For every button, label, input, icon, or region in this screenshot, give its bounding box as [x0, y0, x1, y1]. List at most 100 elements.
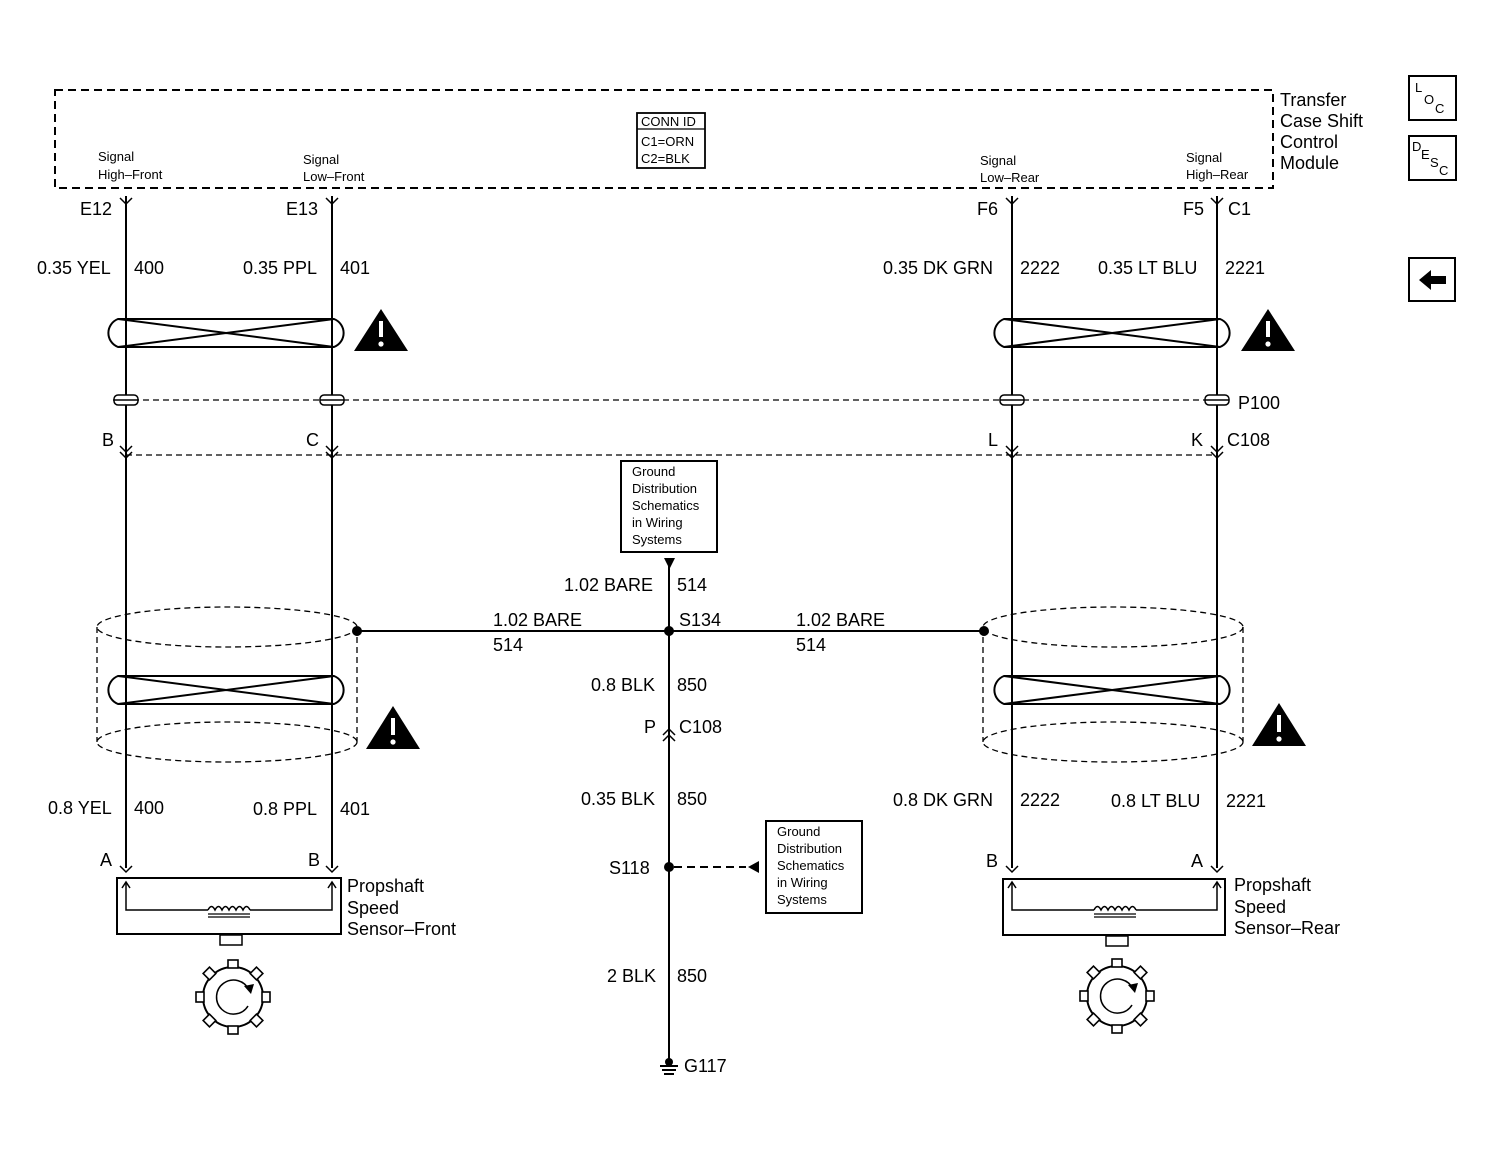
reluctor-wheel-icon	[195, 959, 271, 1035]
desc-letter-e: E	[1421, 147, 1430, 162]
loc-letter-l: L	[1415, 80, 1422, 95]
c108-pin-k: K	[1191, 430, 1203, 450]
sensor-rear	[1002, 878, 1226, 947]
circuit-2222-lower: 2222	[1020, 790, 1060, 810]
wire-label-ppl-lower: 0.8 PPL	[253, 799, 317, 819]
wire-label-ltblu-lower: 0.8 LT BLU	[1111, 791, 1200, 811]
ground-ref-line-1: Ground	[632, 464, 675, 479]
ground-ref-lower-line-5: Systems	[777, 892, 827, 907]
drain-vertical-circuit: 514	[677, 575, 707, 595]
sensor-rear-pin-a: A	[1191, 851, 1203, 871]
circuit-400-lower: 400	[134, 798, 164, 818]
module-name-line-4: Module	[1280, 153, 1339, 173]
c108-label: C108	[1227, 430, 1270, 450]
wire-label-yel-upper: 0.35 YEL	[37, 258, 111, 278]
sensor-front-name-1: Propshaft	[347, 876, 424, 896]
module-name-line-3: Control	[1280, 132, 1338, 152]
drain-right-size-color: 1.02 BARE	[796, 610, 885, 630]
wire-label-ppl-upper: 0.35 PPL	[243, 258, 317, 278]
signal-label-low-rear-1: Signal	[980, 153, 1016, 168]
sensor-front	[116, 877, 342, 946]
ground-icon	[660, 1058, 678, 1075]
twisted-pair-rear-upper	[993, 318, 1231, 348]
drain-vertical-size-color: 1.02 BARE	[564, 575, 653, 595]
warning-icon	[354, 309, 408, 351]
signal-label-high-front-1: Signal	[98, 149, 134, 164]
sensor-rear-name-3: Sensor–Rear	[1234, 918, 1340, 938]
c108-pin-l: L	[988, 430, 998, 450]
ground-ref-line-5: Systems	[632, 532, 682, 547]
back-button[interactable]	[1408, 257, 1456, 302]
conn-id-line-2: C2=BLK	[641, 151, 690, 166]
c108-terminals	[119, 445, 1224, 460]
signal-label-low-rear-2: Low–Rear	[980, 170, 1040, 185]
ground-ref-lower-line-3: Schematics	[777, 858, 845, 873]
desc-button[interactable]: D E S C	[1408, 135, 1457, 181]
circuit-2222-upper: 2222	[1020, 258, 1060, 278]
pin-e13: E13	[286, 199, 318, 219]
shield-front	[96, 606, 358, 763]
ground-reference-box[interactable]: Ground Distribution Schematics in Wiring…	[620, 460, 718, 553]
splice-s118: S118	[609, 858, 650, 878]
ground-ref-line-3: Schematics	[632, 498, 700, 513]
loc-letter-c: C	[1435, 101, 1444, 116]
warning-icon	[1241, 309, 1295, 351]
circuit-400-upper: 400	[134, 258, 164, 278]
conn-id-title: CONN ID	[641, 114, 696, 129]
shield-rear	[982, 606, 1244, 763]
signal-label-low-front-2: Low–Front	[303, 169, 365, 184]
p100-grommets	[113, 394, 1230, 406]
c108-ground-conn: C108	[679, 717, 722, 737]
c108-pin-p: P	[644, 717, 656, 737]
drain-right-circuit: 514	[796, 635, 826, 655]
c108-pin-c: C	[306, 430, 319, 450]
ground-ref-lower-line-4: in Wiring	[777, 875, 828, 890]
sensor-front-pin-b: B	[308, 850, 320, 870]
ground-reference-box[interactable]: Ground Distribution Schematics in Wiring…	[765, 820, 863, 914]
sensor-front-name-3: Sensor–Front	[347, 919, 456, 939]
ground-ref-line-4: in Wiring	[632, 515, 683, 530]
wire-label-ltblu-upper: 0.35 LT BLU	[1098, 258, 1197, 278]
ground-lower-size-color: 2 BLK	[607, 966, 656, 986]
loc-button[interactable]: L O C	[1408, 75, 1457, 121]
drain-wires	[352, 558, 989, 1060]
pin-f5: F5	[1183, 199, 1204, 219]
ground-mid-circuit: 850	[677, 789, 707, 809]
wire-label-yel-lower: 0.8 YEL	[48, 798, 112, 818]
module-name: Transfer Case Shift Control Module	[1280, 90, 1363, 173]
ground-ref-lower-line-1: Ground	[777, 824, 820, 839]
sensor-front-pin-a: A	[100, 850, 112, 870]
ground-lower-circuit: 850	[677, 966, 707, 986]
ground-ref-lower-line-2: Distribution	[777, 841, 842, 856]
ground-upper-size-color: 0.8 BLK	[591, 675, 655, 695]
sensor-rear-pin-b: B	[986, 851, 998, 871]
signal-label-high-rear-1: Signal	[1186, 150, 1222, 165]
left-arrow-icon	[1419, 270, 1446, 290]
signal-label-high-front-2: High–Front	[98, 167, 163, 182]
reluctor-wheel-icon	[1079, 958, 1155, 1034]
circuit-2221-upper: 2221	[1225, 258, 1265, 278]
sensor-rear-name-2: Speed	[1234, 897, 1286, 917]
module-name-line-1: Transfer	[1280, 90, 1346, 110]
warning-icon	[366, 706, 420, 749]
desc-letter-s: S	[1430, 155, 1439, 170]
loc-letter-o: O	[1424, 92, 1434, 107]
s118-ref-arrow-icon	[748, 861, 759, 873]
circuit-2221-lower: 2221	[1226, 791, 1266, 811]
ground-upper-circuit: 850	[677, 675, 707, 695]
warning-icon	[1252, 703, 1306, 746]
sensor-front-name-2: Speed	[347, 898, 399, 918]
sensor-rear-name-1: Propshaft	[1234, 875, 1311, 895]
ground-mid-size-color: 0.35 BLK	[581, 789, 655, 809]
desc-letter-d: D	[1412, 139, 1421, 154]
conn-id-line-1: C1=ORN	[641, 134, 694, 149]
c108-pin-b: B	[102, 430, 114, 450]
splice-s118-dot	[664, 862, 674, 872]
ground-ref-line-2: Distribution	[632, 481, 697, 496]
p100-label: P100	[1238, 393, 1280, 413]
pin-e12: E12	[80, 199, 112, 219]
conn-c1-label: C1	[1228, 199, 1251, 219]
module-name-line-2: Case Shift	[1280, 111, 1363, 131]
module-boundary	[54, 89, 1274, 189]
